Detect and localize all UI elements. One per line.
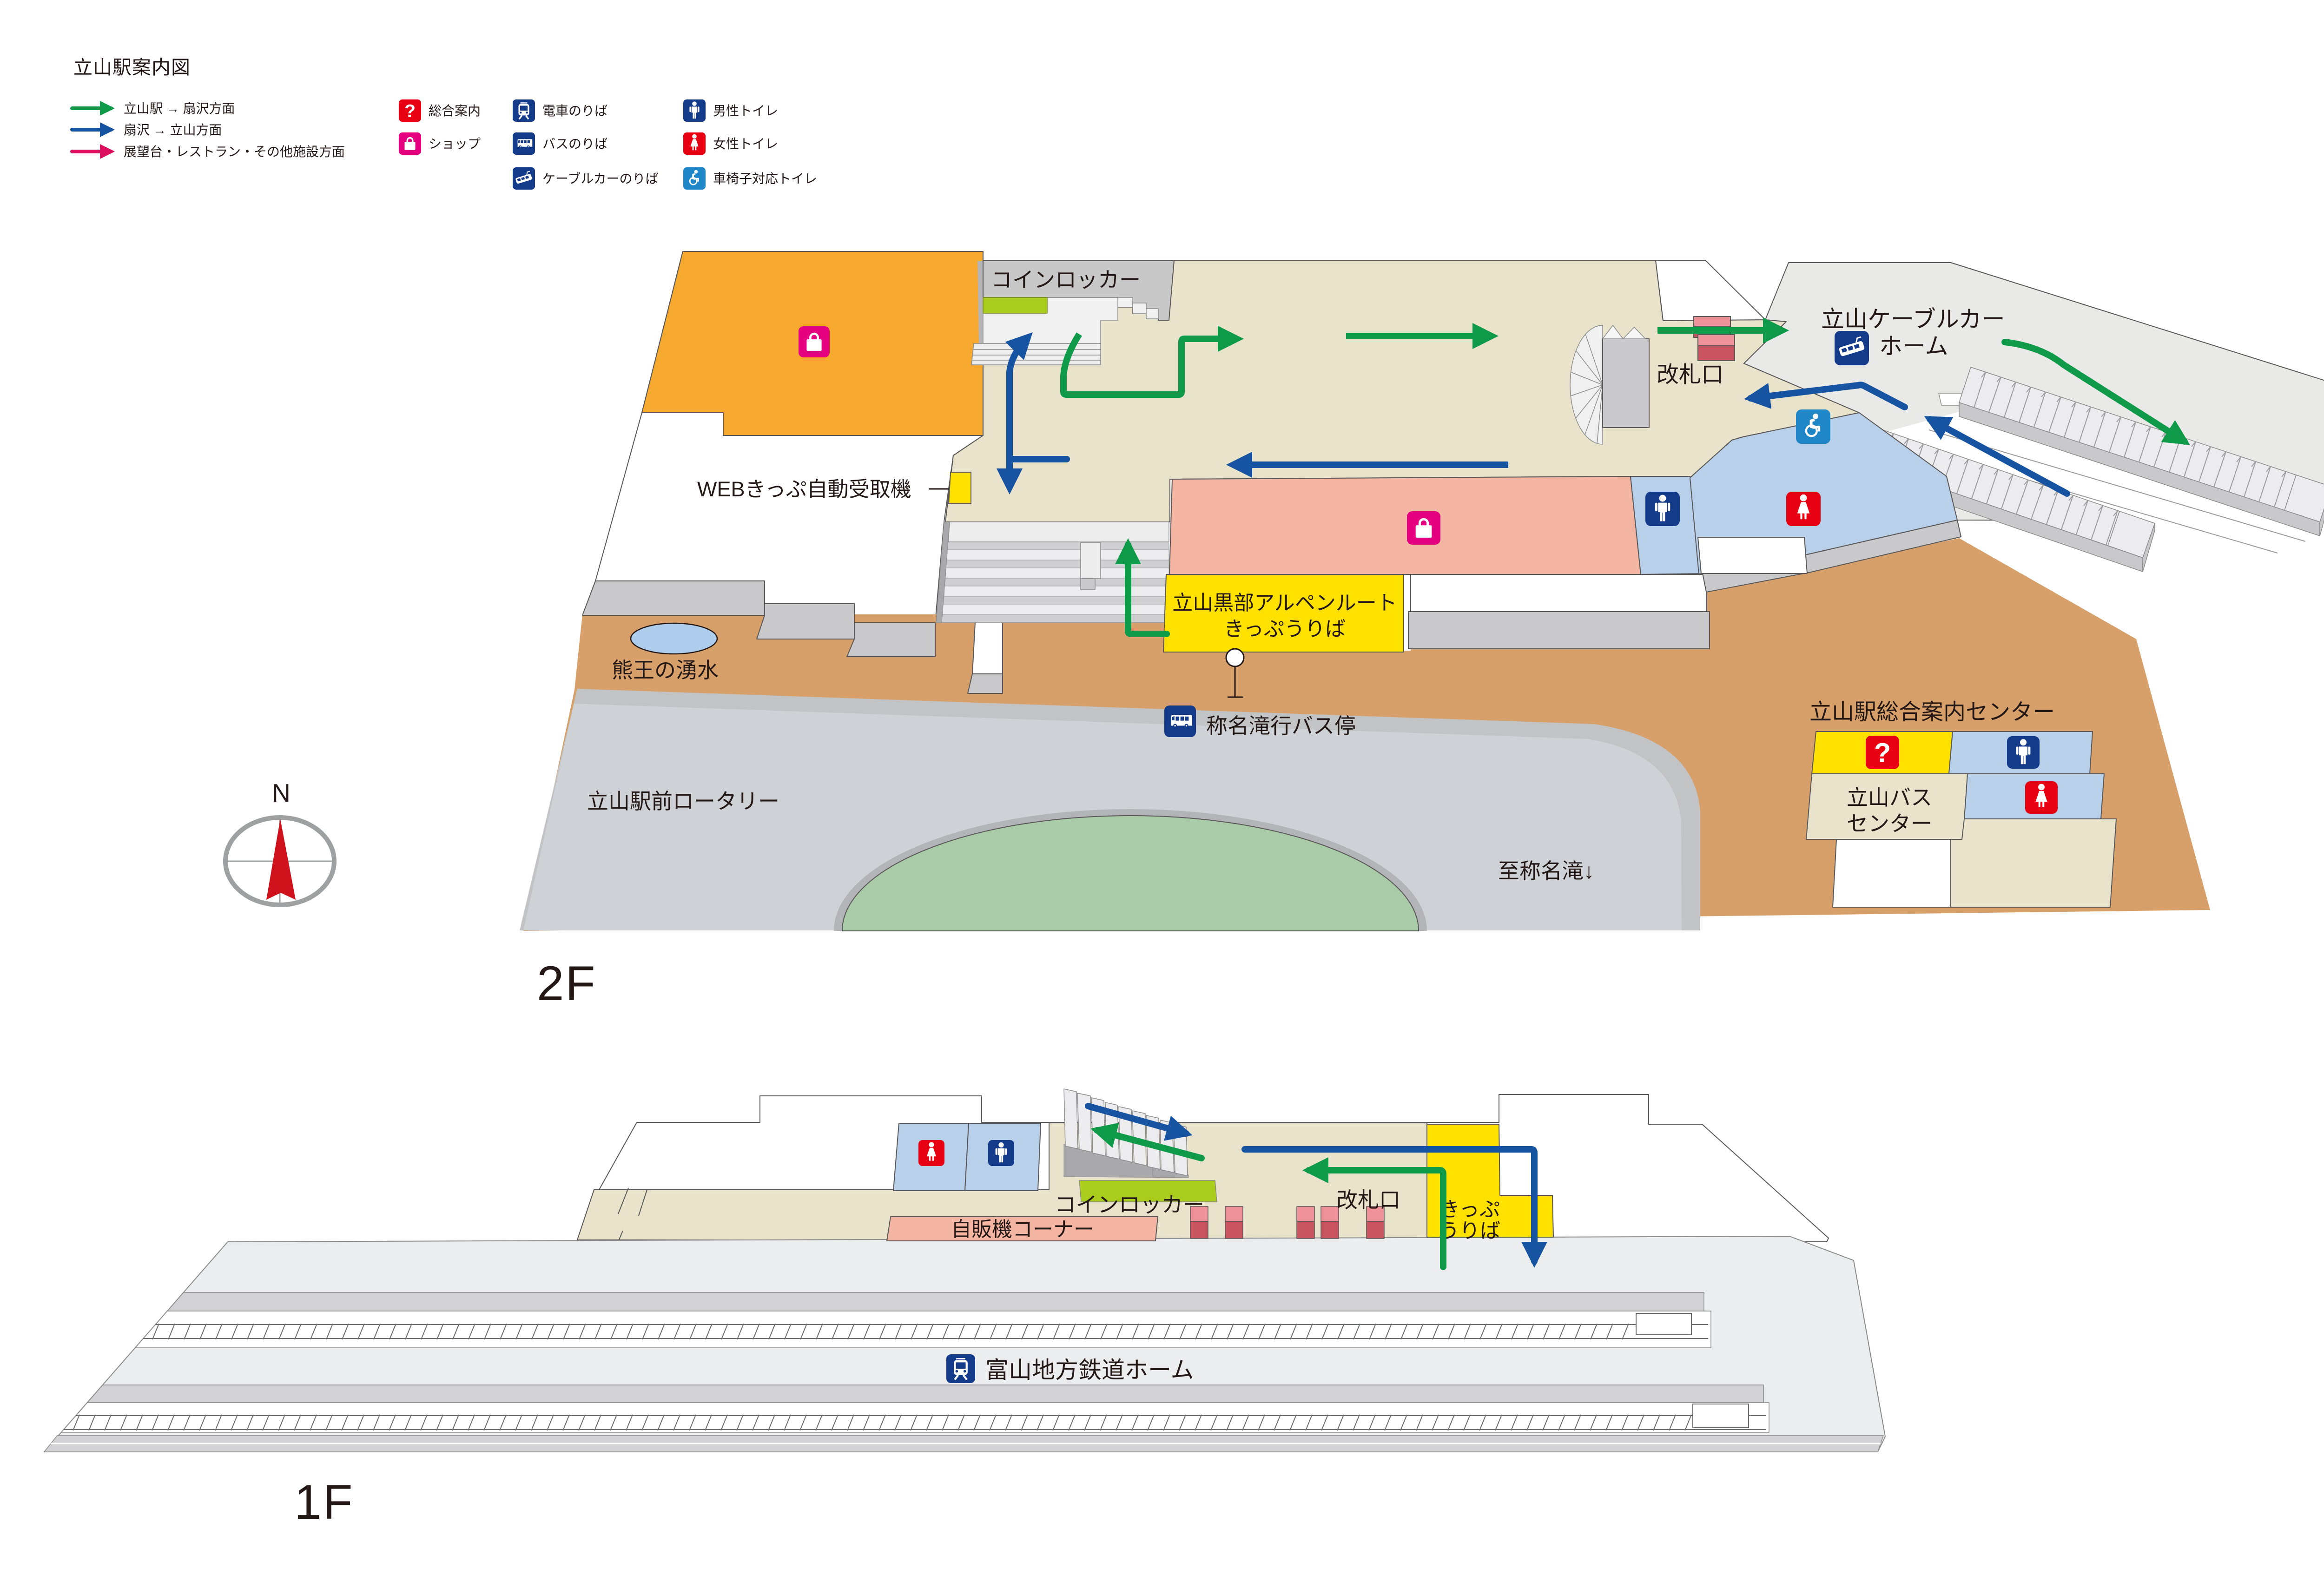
- svg-text:立山駅案内図: 立山駅案内図: [73, 57, 191, 78]
- svg-text:きっぷ: きっぷ: [1439, 1198, 1500, 1221]
- svg-text:コインロッカー: コインロッカー: [991, 268, 1141, 292]
- svg-text:WEBきっぷ自動受取機: WEBきっぷ自動受取機: [697, 477, 911, 501]
- svg-text:至称名滝↓: 至称名滝↓: [1498, 859, 1594, 883]
- svg-text:自販機コーナー: 自販機コーナー: [951, 1218, 1094, 1241]
- svg-text:立山駅前ロータリー: 立山駅前ロータリー: [587, 789, 779, 813]
- svg-text:総合案内: 総合案内: [429, 104, 481, 118]
- svg-text:改札口: 改札口: [1336, 1188, 1400, 1212]
- svg-text:ホーム: ホーム: [1879, 333, 1948, 359]
- svg-text:扇沢 → 立山方面: 扇沢 → 立山方面: [124, 123, 222, 137]
- svg-text:センター: センター: [1847, 811, 1932, 836]
- svg-text:展望台・レストラン・その他施設方面: 展望台・レストラン・その他施設方面: [124, 145, 345, 159]
- svg-text:N: N: [272, 778, 290, 807]
- svg-text:うりば: うりば: [1439, 1219, 1500, 1242]
- svg-text:立山バス: 立山バス: [1847, 785, 1932, 810]
- svg-text:称名滝行バス停: 称名滝行バス停: [1206, 714, 1356, 738]
- svg-text:電車のりば: 電車のりば: [542, 104, 607, 118]
- svg-text:きっぷうりば: きっぷうりば: [1224, 618, 1346, 640]
- svg-text:熊王の湧水: 熊王の湧水: [612, 658, 719, 682]
- svg-text:改札口: 改札口: [1657, 363, 1723, 387]
- svg-text:富山地方鉄道ホーム: 富山地方鉄道ホーム: [985, 1357, 1194, 1383]
- svg-text:ショップ: ショップ: [429, 137, 481, 151]
- svg-text:男性トイレ: 男性トイレ: [713, 104, 778, 118]
- svg-text:立山黒部アルペンルート: 立山黒部アルペンルート: [1172, 592, 1397, 614]
- svg-text:ケーブルカーのりば: ケーブルカーのりば: [542, 171, 658, 186]
- svg-text:立山駅 → 扇沢方面: 立山駅 → 扇沢方面: [124, 101, 235, 116]
- svg-text:2F: 2F: [537, 956, 597, 1011]
- svg-text:立山駅総合案内センター: 立山駅総合案内センター: [1809, 700, 2055, 725]
- svg-text:バスのりば: バスのりば: [542, 137, 607, 151]
- svg-text:車椅子対応トイレ: 車椅子対応トイレ: [713, 171, 817, 186]
- svg-text:立山ケーブルカー: 立山ケーブルカー: [1821, 306, 2005, 332]
- svg-text:1F: 1F: [294, 1475, 354, 1529]
- svg-text:コインロッカー: コインロッカー: [1055, 1193, 1204, 1217]
- svg-text:女性トイレ: 女性トイレ: [713, 137, 778, 151]
